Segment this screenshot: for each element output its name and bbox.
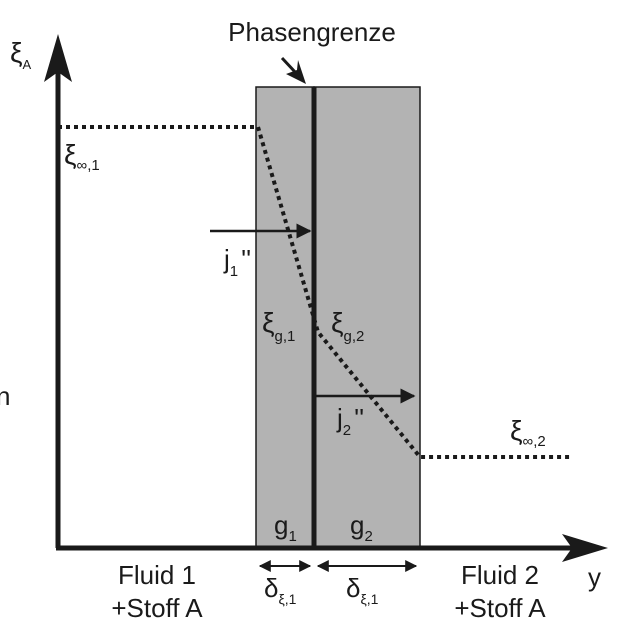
concentration-profile (58, 125, 572, 459)
film-thickness-label-1-sub: ξ,1 (278, 591, 296, 607)
phasengrenze-pointer-head (286, 60, 306, 84)
phasengrenze-label: Phasengrenze (228, 17, 396, 47)
flux-label-1: j1'' (223, 244, 251, 280)
interface-concentration-2-sub: g,2 (344, 328, 365, 345)
interface-concentration-1: ξg,1 (262, 307, 295, 345)
film-label-g2: g2 (350, 510, 373, 545)
bulk-concentration-1: ξ∞,1 (64, 139, 100, 174)
fluid-1-label-line1: Fluid 1 (118, 560, 196, 590)
flux-label-2-sup: '' (354, 403, 364, 433)
fluid-2-label-line1: Fluid 2 (461, 560, 539, 590)
y-axis-label-sub: A (23, 57, 32, 72)
bulk-concentration-2: ξ∞,2 (510, 415, 546, 450)
interface-concentration-1-sub: g,1 (275, 328, 296, 345)
film-region-2 (313, 86, 421, 549)
fluid-1-label-line2: +Stoff A (111, 593, 203, 623)
flux-label-2: j2'' (336, 403, 364, 439)
film-thickness-label-2: δξ,1 (346, 573, 379, 607)
phasengrenze-pointer (280, 56, 298, 75)
film-label-g1: g1 (274, 510, 297, 545)
fluid-2-label-line2: +Stoff A (454, 593, 546, 623)
interface-concentration-2: ξg,2 (331, 307, 364, 345)
x-axis-arrowhead (562, 534, 608, 562)
film-thickness-label-1: δξ,1 (264, 573, 297, 607)
flux-label-1-sup: '' (241, 244, 251, 274)
bulk-concentration-1-sub: ∞,1 (77, 157, 100, 174)
x-axis-label: y (588, 562, 601, 592)
bulk-concentration-2-sub: ∞,2 (523, 433, 546, 450)
film-label-g2-sub: 2 (364, 528, 372, 545)
film-label-g1-sub: 1 (288, 528, 296, 545)
flux-label-1-sub: 1 (230, 263, 238, 280)
y-axis-arrowhead (44, 34, 72, 82)
flux-label-2-sub: 2 (343, 422, 351, 439)
film-region-1 (255, 86, 315, 549)
y-axis-label: ξA (10, 37, 32, 72)
film-thickness-label-2-sub: ξ,1 (360, 591, 378, 607)
edge-fragment: n (0, 381, 10, 411)
